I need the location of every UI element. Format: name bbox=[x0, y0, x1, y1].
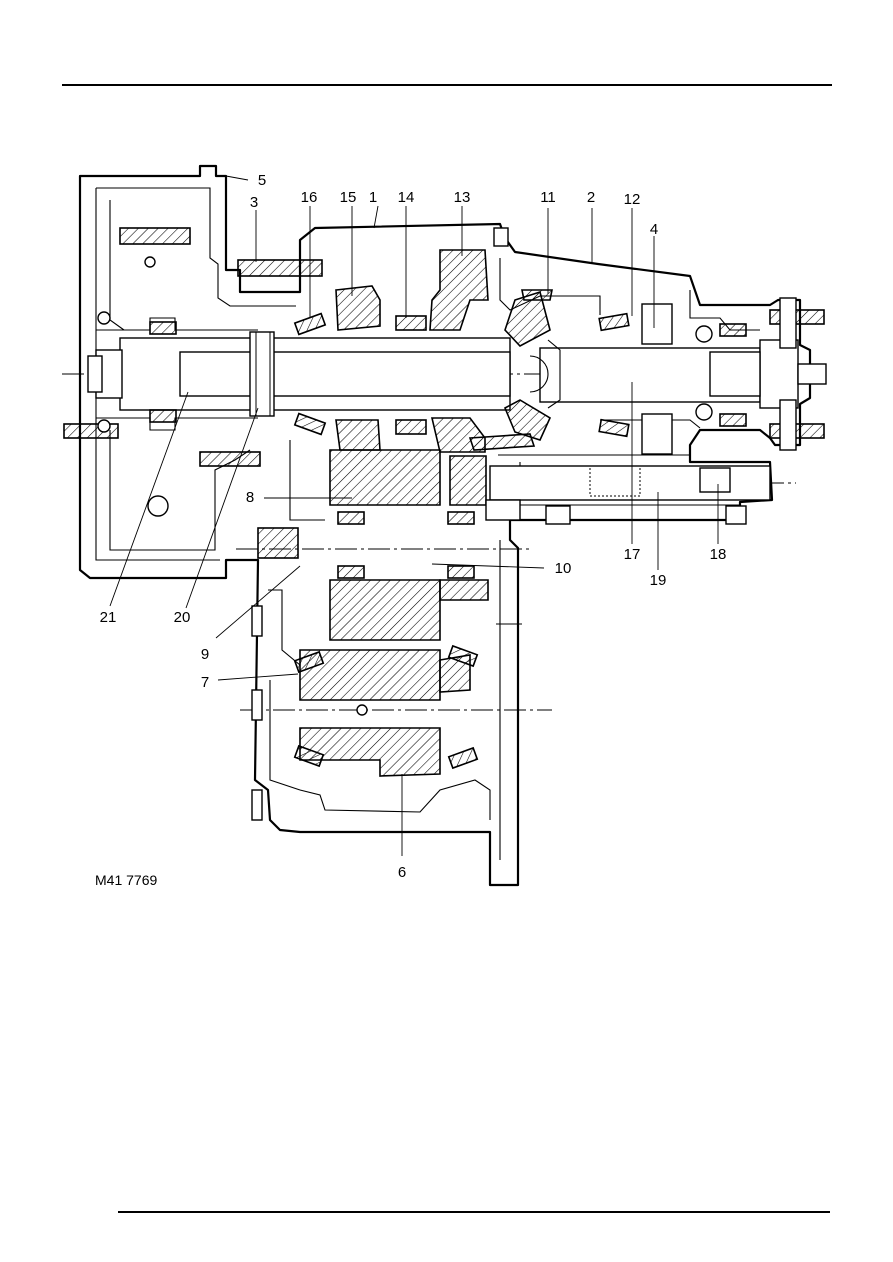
bolts bbox=[97, 227, 797, 821]
callout-15: 15 bbox=[340, 189, 357, 206]
callout-13: 13 bbox=[454, 189, 471, 206]
callout-16: 16 bbox=[301, 189, 318, 206]
callout-6: 6 bbox=[398, 864, 406, 881]
callout-21: 21 bbox=[100, 609, 117, 626]
callout-4: 4 bbox=[650, 221, 658, 238]
figure-reference: M41 7769 bbox=[95, 872, 158, 888]
callout-18: 18 bbox=[710, 546, 727, 563]
callout-labels: 1 2 3 4 5 6 7 8 9 10 11 12 13 14 15 16 1… bbox=[100, 172, 727, 881]
header-rule bbox=[62, 84, 832, 86]
callout-14: 14 bbox=[398, 189, 415, 206]
callout-2: 2 bbox=[587, 189, 595, 206]
callout-3: 3 bbox=[250, 194, 258, 211]
diff-lock-assembly bbox=[485, 303, 771, 521]
callout-1: 1 bbox=[369, 189, 377, 206]
callout-11: 11 bbox=[540, 189, 556, 206]
main-shaft bbox=[87, 331, 827, 417]
callout-7: 7 bbox=[201, 674, 209, 691]
callout-9: 9 bbox=[201, 646, 209, 663]
callout-19: 19 bbox=[650, 572, 667, 589]
callout-12: 12 bbox=[624, 191, 641, 208]
callout-20: 20 bbox=[174, 609, 191, 626]
callout-5: 5 bbox=[258, 172, 266, 189]
bearings bbox=[149, 312, 747, 770]
callout-10: 10 bbox=[555, 560, 572, 577]
gear-sections bbox=[63, 227, 825, 777]
footer-rule bbox=[118, 1211, 830, 1213]
callout-8: 8 bbox=[246, 489, 254, 506]
callout-leaders bbox=[109, 175, 719, 856]
callout-17: 17 bbox=[624, 546, 641, 563]
